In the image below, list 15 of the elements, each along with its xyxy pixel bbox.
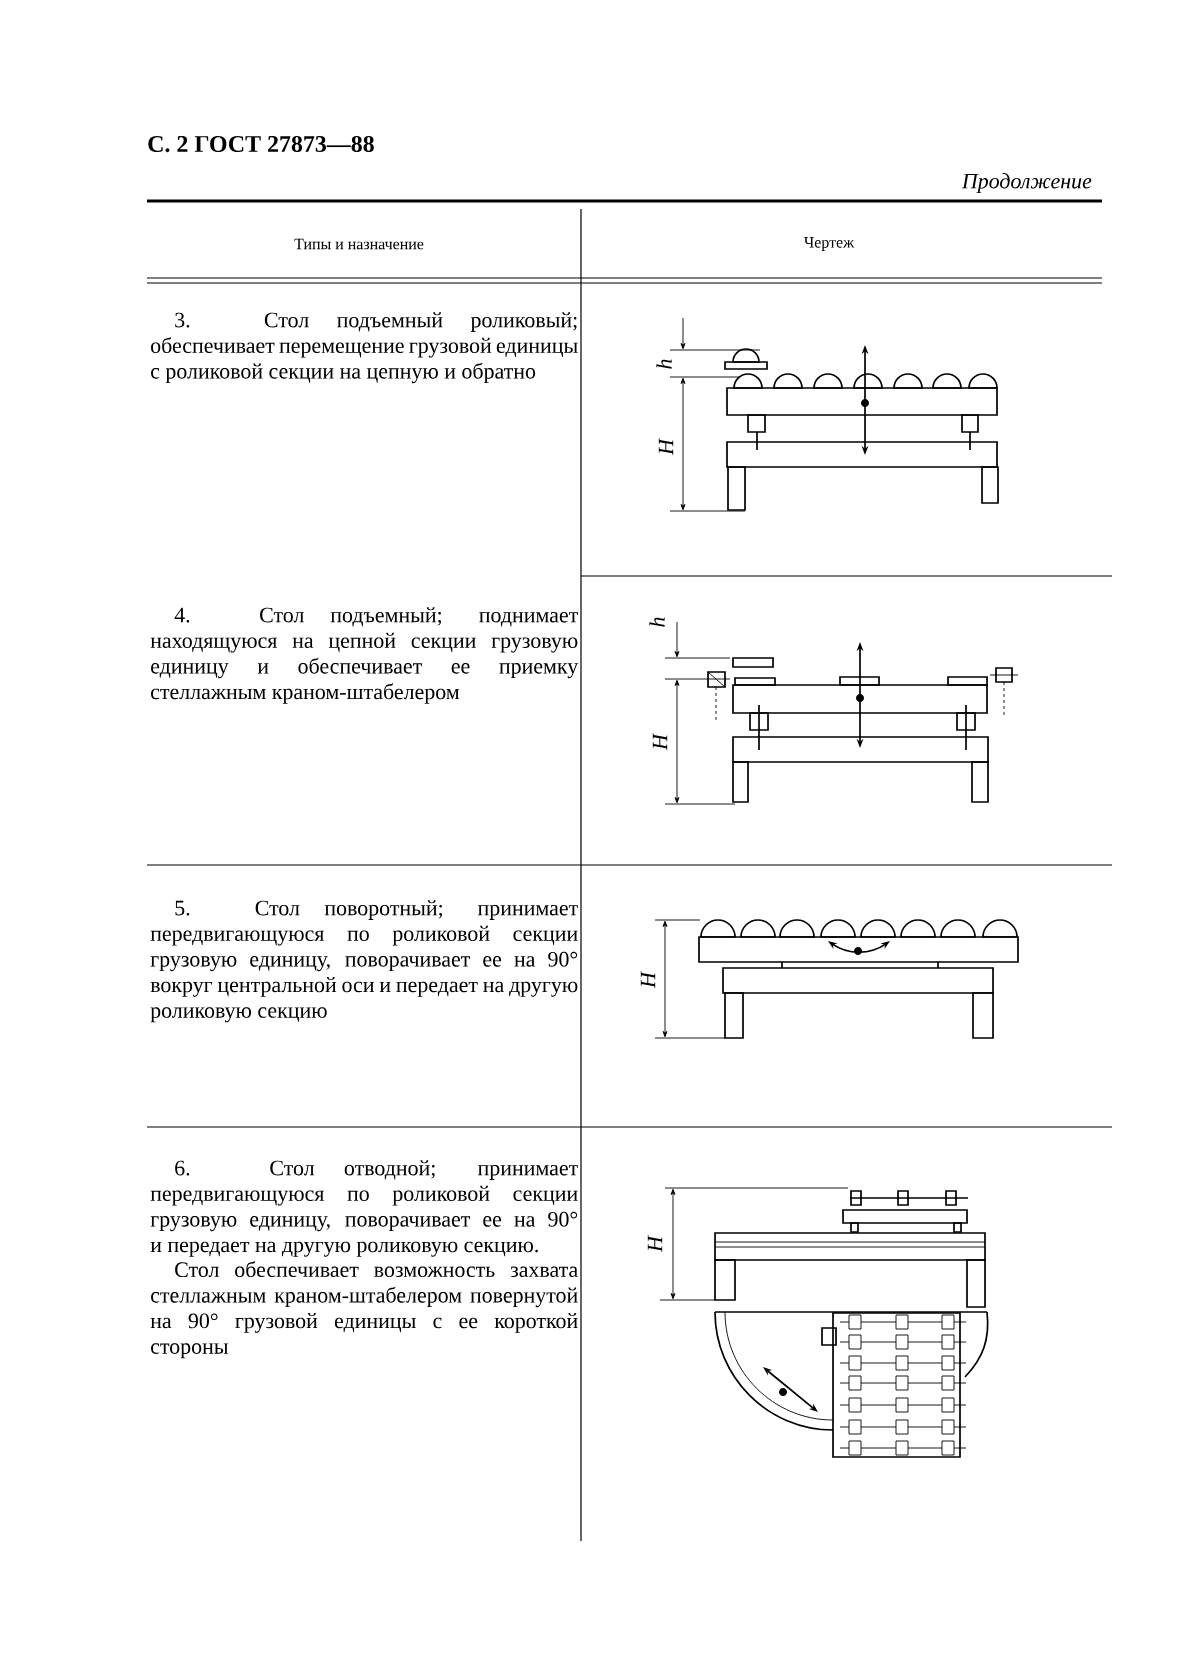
dimension-label: h	[656, 359, 672, 369]
description-text: Стол обеспечивает возможность захвата стеллажным краном-штабелером повернутой на 90° грузовой единицы с ее короткой стороны	[150, 1261, 578, 1359]
page-header: С. 2 ГОСТ 27873—88	[148, 135, 374, 153]
dimension-label: h	[649, 617, 665, 627]
dimension-label: H	[640, 971, 656, 989]
dimension-label: H	[658, 438, 674, 456]
description-text: 5. Стол поворотный; принимает передвигающуюся по роликовой секции грузовую единицу, поворачивает ее на 90° вокруг центральной оси и передает на другую роликовую секцию	[150, 900, 578, 1023]
description-text: 6. Стол отводной; принимает передвигающуюся по роликовой секции грузовую единицу, поворачивает ее на 90° и передает на другую роликовую секцию.	[150, 1160, 578, 1257]
dimension-label: H	[647, 1235, 663, 1253]
description-text: 3. Стол подъемный роликовый; обеспечивает перемещение грузовой единицы с роликовой секции на цепную и обратно	[151, 312, 578, 384]
column-header: Типы и назначение	[294, 238, 424, 250]
continuation-note: Продолжение	[961, 173, 1092, 193]
description-text: 4. Стол подъемный; поднимает находящуюся на цепной секции грузовую единицу и обеспечивает ее приемку стеллажным краном-штабелером	[150, 607, 579, 704]
dimension-label: H	[652, 733, 668, 751]
column-header: Чертеж	[804, 237, 855, 251]
